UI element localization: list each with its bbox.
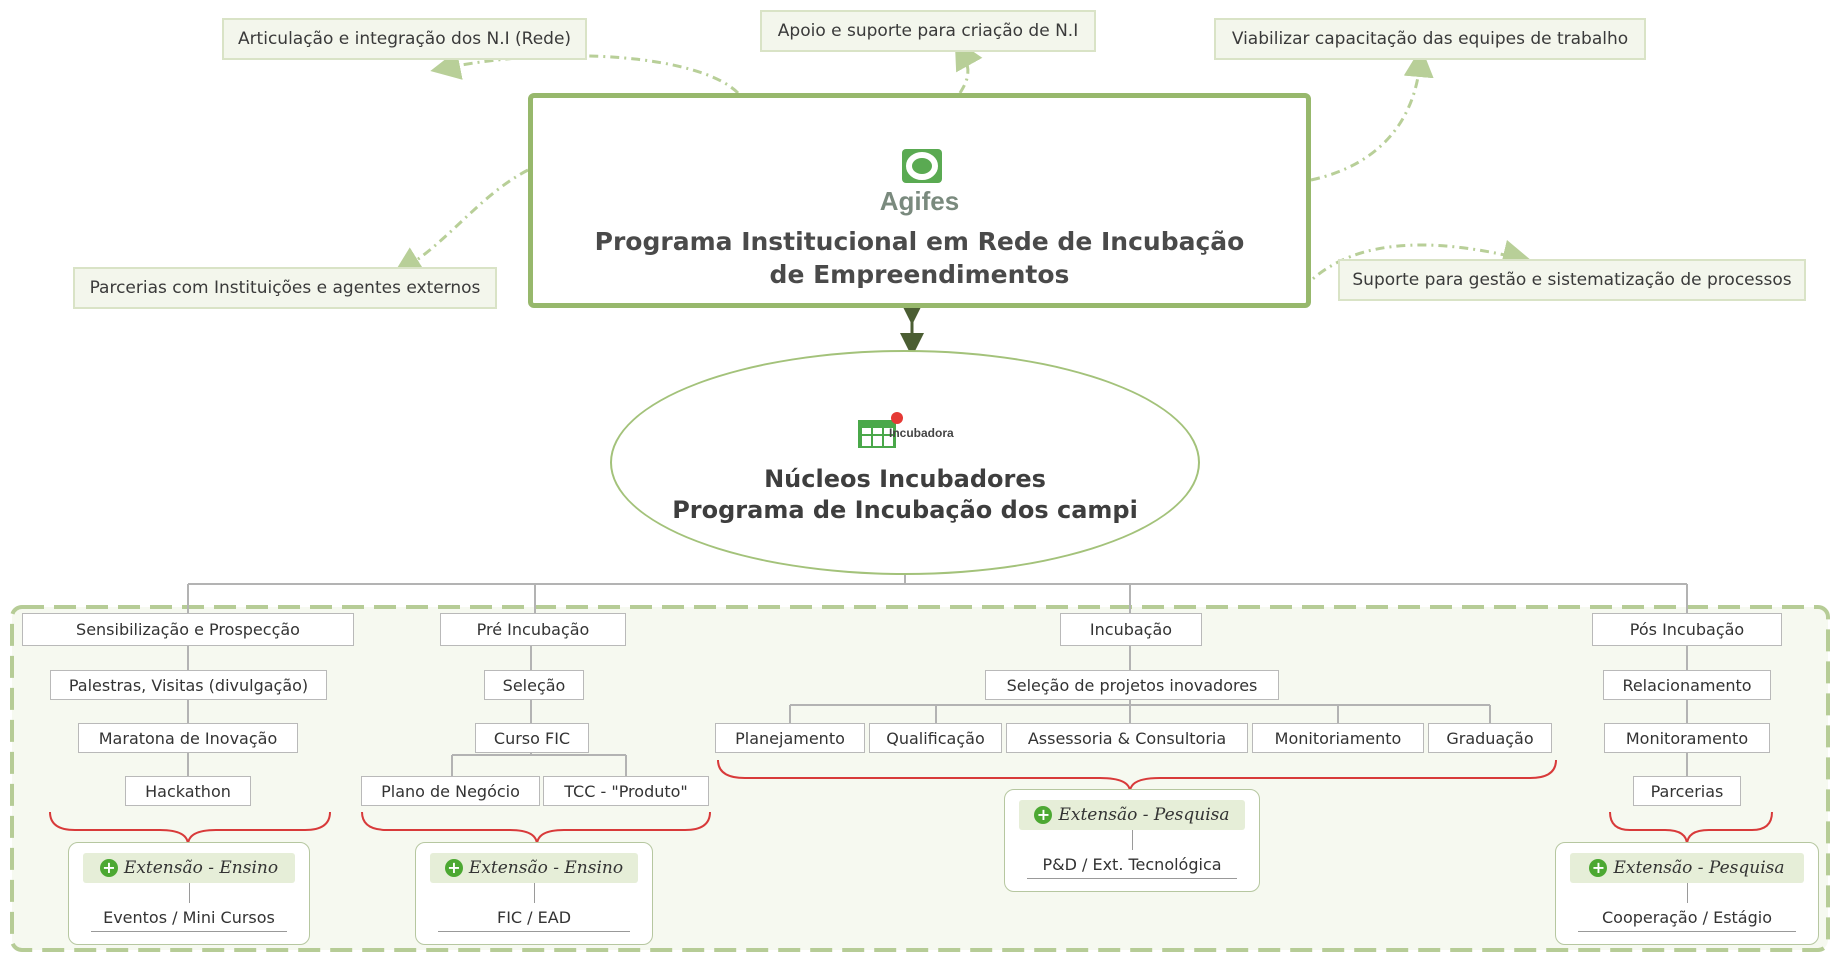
satellite-capacitacao[interactable]: Viabilizar capacitação das equipes de tr…	[1214, 18, 1646, 60]
nucleos-title-line1: Núcleos Incubadores	[764, 465, 1046, 493]
item-graduacao-label: Graduação	[1446, 728, 1534, 748]
satellite-parcerias[interactable]: Parcerias com Instituições e agentes ext…	[73, 267, 497, 309]
ext-label-sensibilizacao-text: Extensão - Ensino	[123, 858, 279, 878]
stage-sensibilizacao-label: Sensibilização e Prospecção	[76, 620, 300, 639]
item-monitoriamento-label: Monitoriamento	[1274, 728, 1402, 748]
ext-stem	[189, 883, 190, 903]
satellite-suporte-label: Suporte para gestão e sistematização de …	[1352, 270, 1792, 290]
nucleos-ellipse[interactable]: Incubadora Núcleos Incubadores Programa …	[610, 350, 1200, 575]
item-hackathon[interactable]: Hackathon	[125, 776, 251, 806]
program-title-line2: de Empreendimentos	[769, 260, 1070, 289]
ext-stem	[534, 883, 535, 903]
item-monitoramento[interactable]: Monitoramento	[1604, 723, 1770, 753]
stage-pre-incubacao-label: Pré Incubação	[476, 620, 590, 639]
item-palestras[interactable]: Palestras, Visitas (divulgação)	[50, 670, 327, 700]
ext-child-incubacao: P&D / Ext. Tecnológica	[1027, 850, 1237, 879]
item-plano-negocio[interactable]: Plano de Negócio	[361, 776, 540, 806]
item-assessoria-label: Assessoria & Consultoria	[1027, 728, 1227, 748]
item-palestras-label: Palestras, Visitas (divulgação)	[68, 675, 309, 695]
satellite-articulacao[interactable]: Articulação e integração dos N.I (Rede)	[222, 18, 587, 60]
program-main-box[interactable]: Agifes Programa Institucional em Rede de…	[528, 93, 1311, 308]
item-planejamento[interactable]: Planejamento	[715, 723, 865, 753]
ext-child-pre: FIC / EAD	[438, 903, 630, 932]
satellite-articulacao-label: Articulação e integração dos N.I (Rede)	[237, 29, 572, 49]
item-plano-negocio-label: Plano de Negócio	[381, 781, 520, 801]
satellite-apoio[interactable]: Apoio e suporte para criação de N.I	[760, 10, 1096, 52]
program-title-line1: Programa Institucional em Rede de Incuba…	[594, 227, 1245, 256]
ext-label-pre: + Extensão - Ensino	[430, 853, 638, 883]
satellite-apoio-label: Apoio e suporte para criação de N.I	[777, 21, 1079, 41]
item-tcc-produto-label: TCC - "Produto"	[564, 781, 688, 801]
satellite-parcerias-label: Parcerias com Instituições e agentes ext…	[89, 278, 481, 298]
ext-group-sensibilizacao[interactable]: + Extensão - Ensino Eventos / Mini Curso…	[68, 842, 310, 945]
item-assessoria[interactable]: Assessoria & Consultoria	[1006, 723, 1248, 753]
satellite-capacitacao-label: Viabilizar capacitação das equipes de tr…	[1231, 29, 1629, 49]
plus-icon: +	[1589, 859, 1608, 877]
ext-child-pos: Cooperação / Estágio	[1578, 903, 1796, 932]
ext-label-incubacao: + Extensão - Pesquisa	[1019, 800, 1245, 830]
item-graduacao[interactable]: Graduação	[1428, 723, 1552, 753]
item-monitoriamento[interactable]: Monitoriamento	[1252, 723, 1424, 753]
stage-sensibilizacao[interactable]: Sensibilização e Prospecção	[22, 613, 354, 646]
item-parcerias-label: Parcerias	[1650, 781, 1724, 801]
ext-label-sensibilizacao: + Extensão - Ensino	[83, 853, 295, 883]
plus-icon: +	[1034, 806, 1053, 824]
item-qualificacao[interactable]: Qualificação	[869, 723, 1002, 753]
nucleos-title: Núcleos Incubadores Programa de Incubaçã…	[612, 464, 1198, 526]
stage-pos-incubacao[interactable]: Pós Incubação	[1592, 613, 1782, 646]
ext-group-pos[interactable]: + Extensão - Pesquisa Cooperação / Estág…	[1555, 842, 1819, 945]
ext-group-incubacao[interactable]: + Extensão - Pesquisa P&D / Ext. Tecnoló…	[1004, 789, 1260, 892]
item-curso-fic-label: Curso FIC	[493, 728, 571, 748]
stage-pos-incubacao-label: Pós Incubação	[1629, 620, 1745, 639]
item-selecao-projetos[interactable]: Seleção de projetos inovadores	[985, 670, 1279, 700]
item-maratona[interactable]: Maratona de Inovação	[78, 723, 298, 753]
item-tcc-produto[interactable]: TCC - "Produto"	[543, 776, 709, 806]
program-title: Programa Institucional em Rede de Incuba…	[533, 225, 1306, 291]
ext-label-pre-text: Extensão - Ensino	[468, 858, 624, 878]
arrow-apoio	[954, 38, 983, 94]
agifes-logo	[902, 149, 942, 183]
ext-stem	[1687, 883, 1688, 903]
arrow-capacitacao	[1310, 47, 1434, 182]
item-parcerias[interactable]: Parcerias	[1633, 776, 1741, 806]
stage-incubacao[interactable]: Incubação	[1060, 613, 1202, 646]
incubadora-logo	[858, 412, 903, 448]
arrow-parcerias	[392, 168, 529, 276]
item-planejamento-label: Planejamento	[735, 728, 845, 748]
satellite-suporte[interactable]: Suporte para gestão e sistematização de …	[1338, 259, 1806, 301]
item-monitoramento-label: Monitoramento	[1625, 728, 1749, 748]
ext-stem	[1132, 830, 1133, 850]
plus-icon: +	[99, 859, 118, 877]
item-selecao-label: Seleção	[502, 675, 566, 695]
ext-child-sensibilizacao: Eventos / Mini Cursos	[91, 903, 287, 932]
stage-incubacao-label: Incubação	[1089, 620, 1173, 639]
item-maratona-label: Maratona de Inovação	[98, 728, 278, 748]
item-hackathon-label: Hackathon	[145, 781, 231, 801]
ext-label-pos-text: Extensão - Pesquisa	[1613, 858, 1785, 878]
arrow-articulacao	[430, 50, 740, 95]
item-relacionamento-label: Relacionamento	[1622, 675, 1752, 695]
ext-label-pos: + Extensão - Pesquisa	[1570, 853, 1804, 883]
stage-pre-incubacao[interactable]: Pré Incubação	[440, 613, 626, 646]
item-qualificacao-label: Qualificação	[886, 728, 985, 748]
ext-group-pre[interactable]: + Extensão - Ensino FIC / EAD	[415, 842, 653, 945]
item-selecao[interactable]: Seleção	[484, 670, 584, 700]
item-relacionamento[interactable]: Relacionamento	[1603, 670, 1771, 700]
plus-icon: +	[444, 859, 463, 877]
incubadora-logo-text: Incubadora	[889, 426, 954, 440]
nucleos-title-line2: Programa de Incubação dos campi	[672, 496, 1138, 524]
item-selecao-projetos-label: Seleção de projetos inovadores	[1006, 675, 1258, 695]
agifes-logo-text: Agifes	[879, 186, 960, 216]
item-curso-fic[interactable]: Curso FIC	[475, 723, 589, 753]
ext-label-incubacao-text: Extensão - Pesquisa	[1058, 805, 1230, 825]
